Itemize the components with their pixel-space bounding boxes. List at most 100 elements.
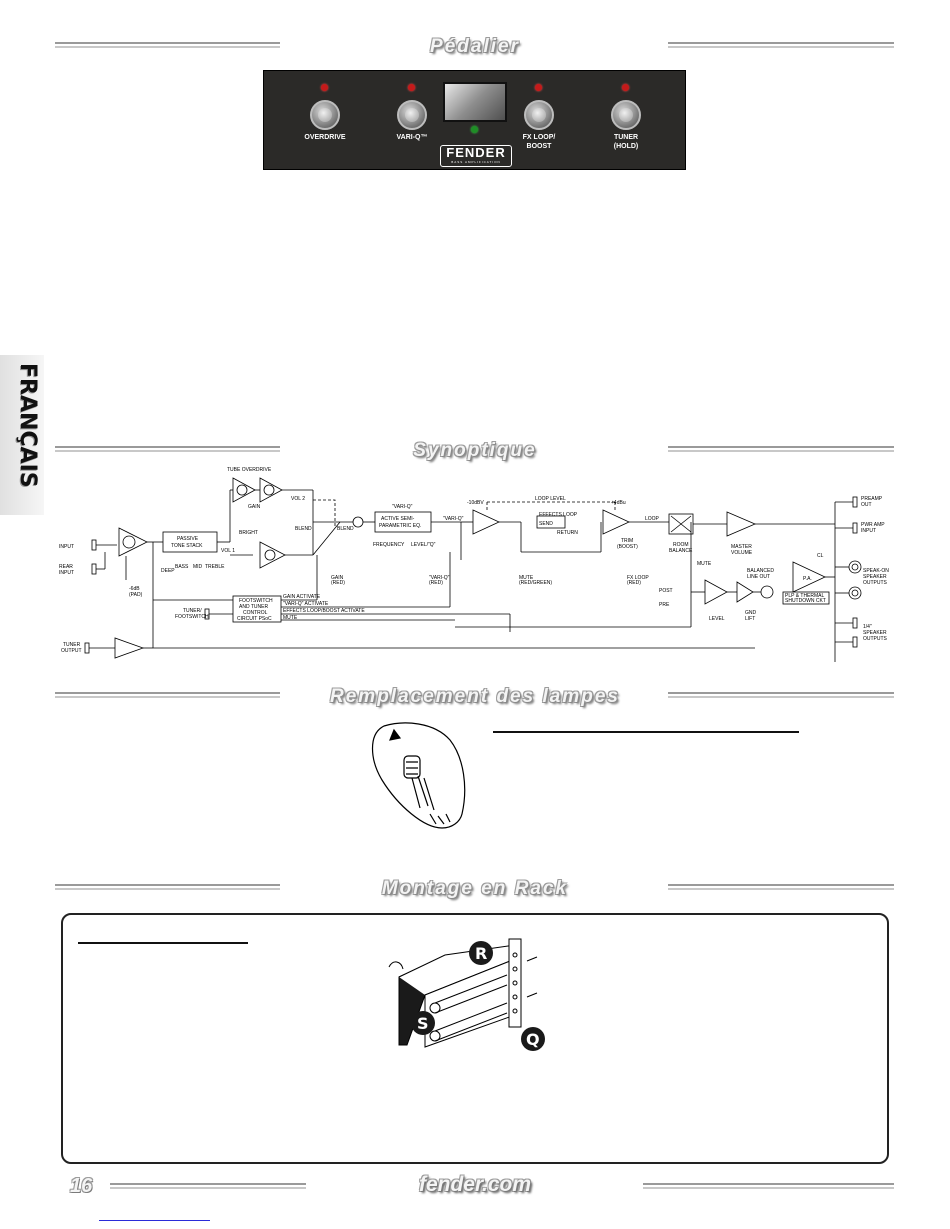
label-pad-2: (PAD) xyxy=(129,592,143,598)
label-variq-out: "VARI-Q" xyxy=(443,516,464,522)
label-fx-activate: EFFECTS LOOP/BOOST ACTIVATE xyxy=(283,608,365,614)
header-rule-left xyxy=(55,884,280,890)
header-rule-left xyxy=(55,42,280,48)
footer-rule-left xyxy=(110,1183,306,1189)
section-title-rack: Montage en Rack xyxy=(381,878,569,899)
bottom-link-underline[interactable] xyxy=(99,1220,210,1221)
label-level-q: LEVEL/"Q" xyxy=(411,542,436,548)
label-effects-loop: EFFECTS LOOP xyxy=(539,512,578,518)
label-footswitch-ckt-4: CIRCUIT PSoC xyxy=(237,616,272,622)
label-tuner-output-2: OUTPUT xyxy=(61,648,82,654)
variq-footswitch xyxy=(397,100,427,130)
label-trim-2: (BOOST) xyxy=(617,544,638,550)
label-tuner-footswitch: TUNER/ xyxy=(183,608,202,614)
label-room-balance: ROOM xyxy=(673,542,689,548)
header-rule-left xyxy=(55,446,280,452)
label-send: SEND xyxy=(539,521,553,527)
tuner-led xyxy=(622,84,629,91)
label-blend-1: BLEND xyxy=(295,526,312,532)
label-led-fx-2: (RED) xyxy=(627,580,641,586)
section-header-pedal: Pédalier xyxy=(0,36,950,60)
label-led-gain: GAIN xyxy=(331,575,344,581)
label-led-mute-2: (RED/GREEN) xyxy=(519,580,552,586)
tube-replacement-illustration xyxy=(372,722,466,829)
label-quarter-3: OUTPUTS xyxy=(863,636,888,642)
section-title-pedal: Pédalier xyxy=(430,36,520,57)
label-active-eq-2: PARAMETRIC EQ. xyxy=(379,523,421,529)
label-minus10: -10dBV xyxy=(467,500,484,506)
label-tuner-output: TUNER xyxy=(63,642,81,648)
label-deep: DEEP xyxy=(161,568,175,574)
label-plus4: +4dBu xyxy=(611,500,626,506)
label-balanced-out: BALANCED xyxy=(747,568,774,574)
label-rear-input-2: INPUT xyxy=(59,570,74,576)
header-rule-left xyxy=(55,692,280,698)
label-vol1: VOL 1 xyxy=(221,548,235,554)
label-variq-title: "VARI-Q" xyxy=(392,504,413,510)
label-active-eq: ACTIVE SEMI- xyxy=(381,516,415,522)
section-title-tubes: Remplacement des lampes xyxy=(330,686,620,707)
label-led-mute: MUTE xyxy=(519,575,534,581)
label-protection: PLP & THERMAL xyxy=(785,593,824,599)
overdrive-led xyxy=(321,84,328,91)
label-vol2: VOL 2 xyxy=(291,496,305,502)
rack-label-q: Q xyxy=(526,1030,540,1049)
rack-mount-box xyxy=(61,913,889,1164)
label-level: LEVEL xyxy=(709,616,725,622)
footer-rule-right xyxy=(643,1183,894,1189)
page-number: 16 xyxy=(70,1175,93,1197)
label-led-fx: FX LOOP xyxy=(627,575,649,581)
label-input: INPUT xyxy=(59,544,74,550)
status-led-green xyxy=(471,126,478,133)
rack-label-r: R xyxy=(475,944,487,963)
label-tube-overdrive: TUBE OVERDRIVE xyxy=(227,467,272,473)
label-bright: BRIGHT xyxy=(239,530,258,536)
label-speakon: SPEAK-ON xyxy=(863,568,889,574)
language-tab: FRANÇAIS xyxy=(0,355,44,515)
label-room-balance-2: BALANCE xyxy=(669,548,693,554)
label-trim: TRIM xyxy=(621,538,633,544)
fx-loop-label: FX LOOP/ BOOST xyxy=(522,134,556,150)
label-frequency: FREQUENCY xyxy=(373,542,405,548)
label-blend-2: BLEND xyxy=(337,526,354,532)
header-rule-right xyxy=(668,42,894,48)
label-gain-activate: GAIN ACTIVATE xyxy=(283,594,321,600)
fx-loop-footswitch xyxy=(524,100,554,130)
label-master-volume: MASTER xyxy=(731,544,752,550)
tuner-display xyxy=(443,82,507,122)
label-protection-2: SHUTDOWN CKT xyxy=(785,598,826,604)
label-pwr-amp-2: INPUT xyxy=(861,528,876,534)
label-rear-input: REAR xyxy=(59,564,73,570)
rack-section-underline xyxy=(78,942,248,944)
label-led-variq: "VARI-Q" xyxy=(429,575,450,581)
label-post: POST xyxy=(659,588,673,594)
header-rule-right xyxy=(668,692,894,698)
variq-led xyxy=(408,84,415,91)
section-header-tubes: Remplacement des lampes xyxy=(0,686,950,710)
fender-logo-word: FENDER xyxy=(446,145,506,160)
label-loop: LOOP xyxy=(645,516,660,522)
label-led-gain-2: (RED) xyxy=(331,580,345,586)
language-tab-text: FRANÇAIS xyxy=(15,363,40,488)
fender-logo: FENDER BASS AMPLIFICATION xyxy=(440,145,512,167)
label-mid: MID xyxy=(193,564,203,570)
section-header-synoptic: Synoptique xyxy=(0,440,950,464)
label-passive-tone-2: TONE STACK xyxy=(171,543,203,549)
label-preamp-out-2: OUT xyxy=(861,502,872,508)
label-return: RETURN xyxy=(557,530,578,536)
fender-logo-sub: BASS AMPLIFICATION xyxy=(451,160,501,164)
variq-label: VARI-Q™ xyxy=(396,134,428,141)
label-pwr-amp: PWR AMP xyxy=(861,522,885,528)
label-pre: PRE xyxy=(659,602,670,608)
label-preamp-out: PREAMP xyxy=(861,496,883,502)
label-led-variq-2: (RED) xyxy=(429,580,443,586)
label-quarter-2: SPEAKER xyxy=(863,630,887,636)
label-footswitch-ckt-2: AND TUNER xyxy=(239,604,268,610)
label-gnd-lift: GND xyxy=(745,610,757,616)
header-rule-right xyxy=(668,446,894,452)
page-footer: 16 fender.com xyxy=(0,1171,950,1201)
label-mute: MUTE xyxy=(697,561,712,567)
label-loop-level: LOOP LEVEL xyxy=(535,496,566,502)
label-speakon-2: SPEAKER xyxy=(863,574,887,580)
label-pad: -6dB xyxy=(129,586,140,592)
